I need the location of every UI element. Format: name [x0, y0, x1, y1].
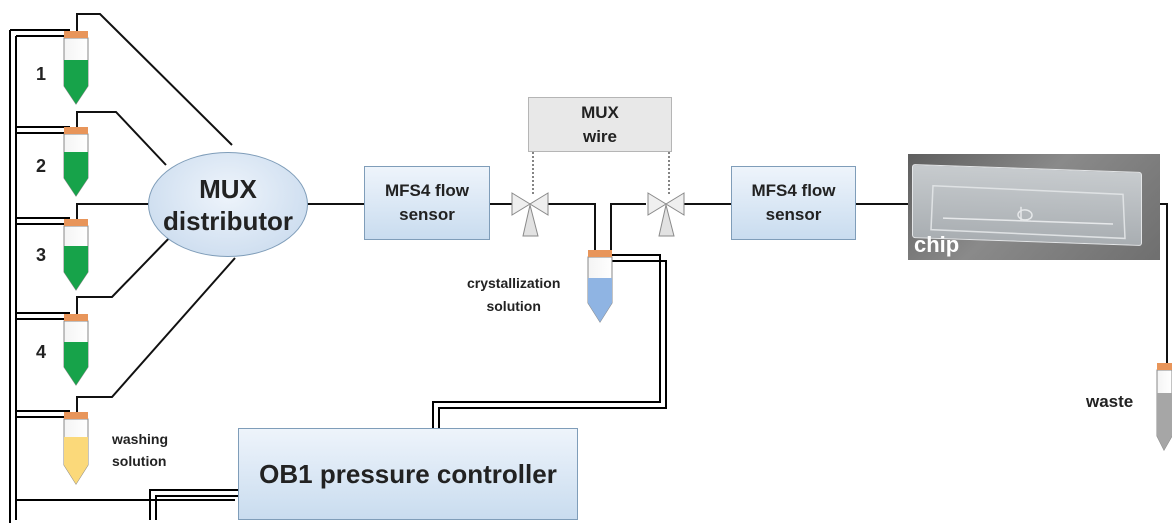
tube-washing-solution [64, 412, 88, 484]
tube-label-3: 3 [36, 245, 46, 266]
valve-1[interactable] [512, 193, 548, 236]
mux-distributor[interactable]: MUX distributor [148, 152, 308, 257]
tube-3 [64, 219, 88, 290]
tube-waste [1157, 363, 1172, 450]
washing-solution-label: washing solution [112, 428, 168, 472]
tube-4 [64, 314, 88, 385]
chip-photo: chip [908, 154, 1160, 260]
flow-sensor-2[interactable]: MFS4 flow sensor [731, 166, 856, 240]
ob1-pressure-controller[interactable]: OB1 pressure controller [238, 428, 578, 520]
mux-wire-connectors [533, 152, 669, 196]
tube-1 [64, 31, 88, 104]
tube-label-4: 4 [36, 342, 46, 363]
flow-sensor-1[interactable]: MFS4 flow sensor [364, 166, 490, 240]
waste-label: waste [1086, 392, 1133, 412]
crystallization-solution-label: crystallization solution [467, 272, 560, 318]
valve-2[interactable] [648, 193, 684, 236]
chip-label: chip [914, 232, 959, 258]
tube-label-1: 1 [36, 64, 46, 85]
tube-2 [64, 127, 88, 196]
mux-wire[interactable]: MUX wire [528, 97, 672, 152]
tube-crystallization-solution [588, 250, 612, 322]
tube-label-2: 2 [36, 156, 46, 177]
